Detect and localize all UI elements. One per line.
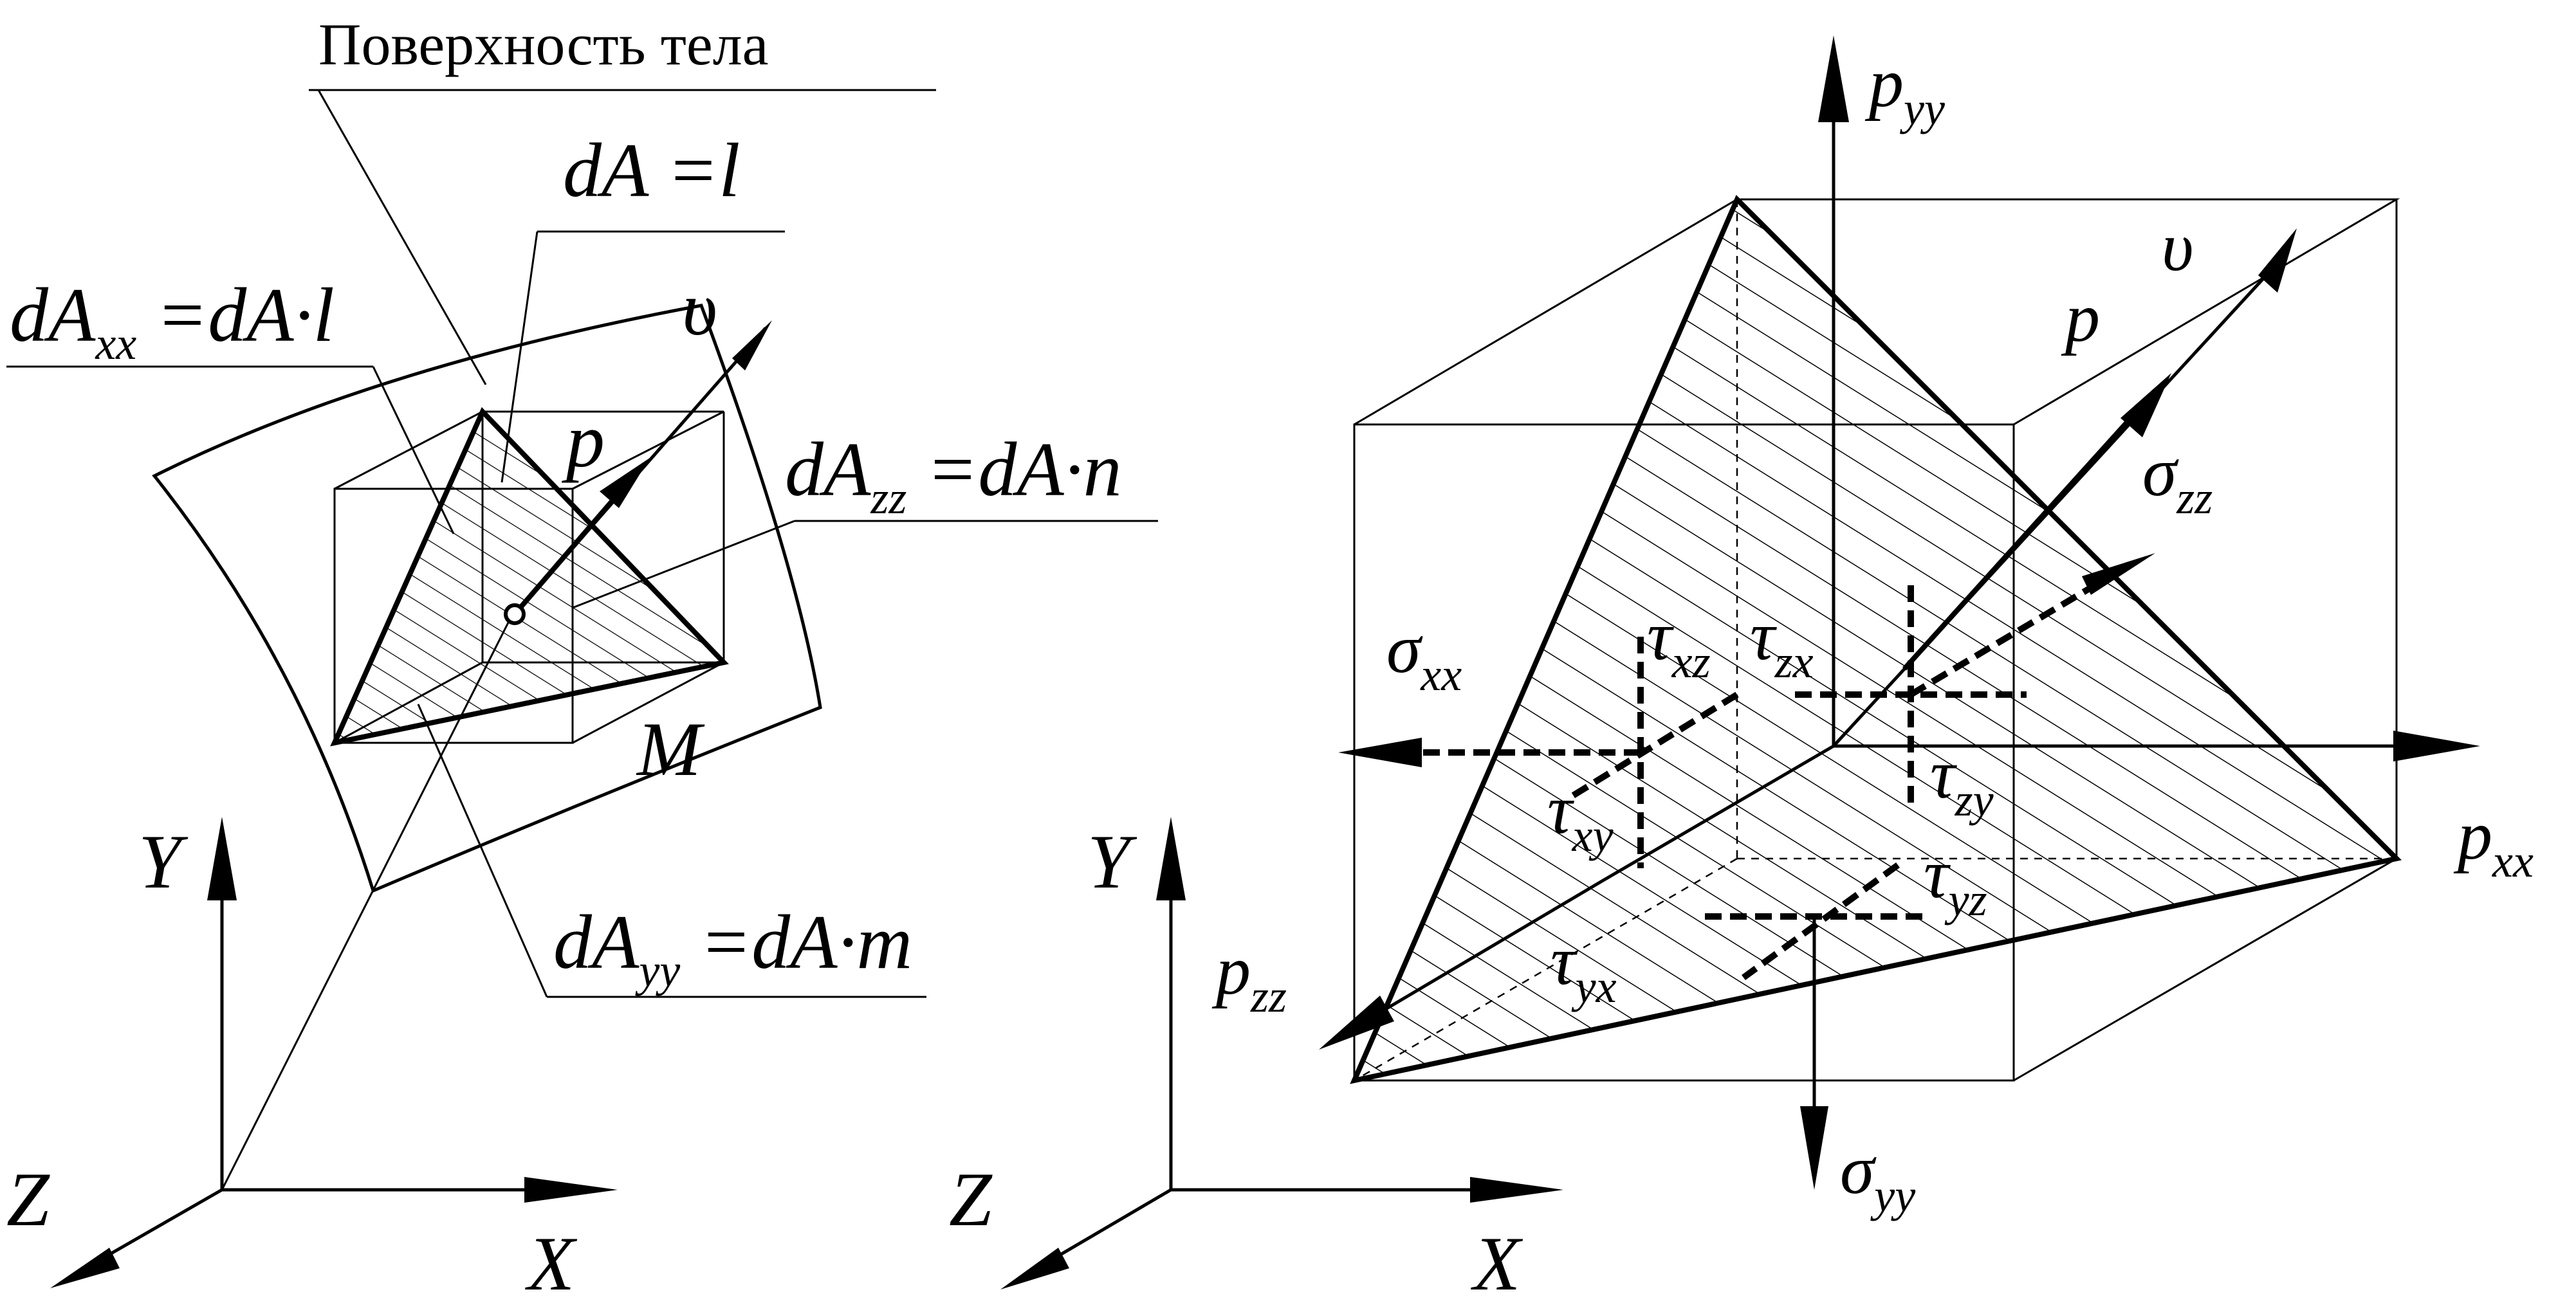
left-diagram: Поверхность тела <box>6 12 1158 1306</box>
cube-top-face <box>334 410 724 490</box>
right-cube-top-face <box>1354 198 2400 426</box>
left-inclined-face <box>335 412 724 743</box>
right-x-label: X <box>1471 1221 1523 1306</box>
tau-yx-label: τyx <box>1550 923 1617 1012</box>
dAzz-label: dAzz =dA·n <box>785 426 1122 524</box>
pzz-axis <box>1356 879 1603 1028</box>
right-nu-label: υ <box>2162 209 2194 286</box>
tau-yz-line <box>1742 862 1900 981</box>
right-p-vector <box>1902 403 2144 671</box>
dAzz-leader <box>572 520 795 609</box>
point-M-label: M <box>636 706 705 792</box>
left-y-label: Y <box>138 819 189 904</box>
pzz-label: pzz <box>1211 933 1287 1022</box>
sigma-xx-arrowhead <box>1338 738 1422 767</box>
dAxx-leader <box>372 366 455 534</box>
right-diagram: pyy pxx pzz υ p σzz σxx τxz τzx τxy τzy … <box>949 35 2534 1306</box>
dAxx-label: dAxx =dA·l <box>10 272 335 369</box>
right-normal-arrowhead <box>2258 228 2297 293</box>
pyy-label: pyy <box>1864 45 1945 134</box>
right-p-arrowhead <box>2121 373 2171 437</box>
right-inclined-face <box>1354 199 2397 1080</box>
pyy-arrowhead <box>1818 35 1849 122</box>
right-tetra-inner-edge <box>1601 744 1835 883</box>
sigma-yy-arrowhead <box>1800 1106 1828 1190</box>
surface-caption: Поверхность тела <box>318 12 768 77</box>
left-z-arrowhead <box>50 1248 120 1288</box>
left-x-arrowhead <box>524 1177 618 1203</box>
right-axes <box>1000 817 1563 1289</box>
body-surface-patch <box>152 304 822 893</box>
tau-xy-label: τxy <box>1547 772 1614 861</box>
right-z-arrowhead <box>1000 1248 1069 1289</box>
right-p-label: p <box>2061 280 2100 356</box>
sigma-xx-label: σxx <box>1386 611 1462 700</box>
surface-leader-line <box>317 89 487 385</box>
right-z-label: Z <box>949 1156 993 1242</box>
tau-yz-label: τyz <box>1924 836 1987 925</box>
tau-zx-label: τzx <box>1750 598 1814 688</box>
tau-xz-label: τxz <box>1647 598 1711 688</box>
left-x-label: X <box>525 1221 578 1306</box>
point-position-line <box>221 622 510 1190</box>
left-tetra-outline <box>330 406 729 747</box>
left-nu-label: υ <box>682 266 717 351</box>
tau-zy-label: τzy <box>1930 736 1994 826</box>
pxx-arrowhead <box>2393 731 2480 761</box>
right-y-label: Y <box>1087 819 1137 904</box>
left-normal-arrowhead <box>732 320 772 370</box>
left-z-label: Z <box>6 1156 50 1242</box>
right-x-arrowhead <box>1470 1177 1563 1203</box>
left-axes <box>50 817 618 1288</box>
sigma-zz-line <box>1909 569 2119 698</box>
tau-xz-line <box>1568 691 1739 801</box>
point-M-marker <box>504 603 526 625</box>
left-y-arrowhead <box>207 817 237 900</box>
left-p-label: p <box>561 397 605 483</box>
dAyy-label: dAyy =dA·m <box>553 899 912 996</box>
right-tetra-outline <box>1350 195 2402 1084</box>
left-p-arrowhead <box>600 458 650 508</box>
dA-leader <box>501 231 538 483</box>
pzz-arrowhead <box>1319 996 1394 1050</box>
dAyy-leader <box>417 704 548 998</box>
stress-components <box>1338 553 2155 1190</box>
sigma-zz-label: σzz <box>2142 434 2213 524</box>
pxx-label: pxx <box>2453 797 2534 887</box>
sigma-yy-label: σyy <box>1840 1132 1915 1221</box>
right-y-arrowhead <box>1156 817 1186 900</box>
sigma-zz-arrowhead <box>2082 553 2155 595</box>
dA-label: dA =l <box>563 127 740 213</box>
